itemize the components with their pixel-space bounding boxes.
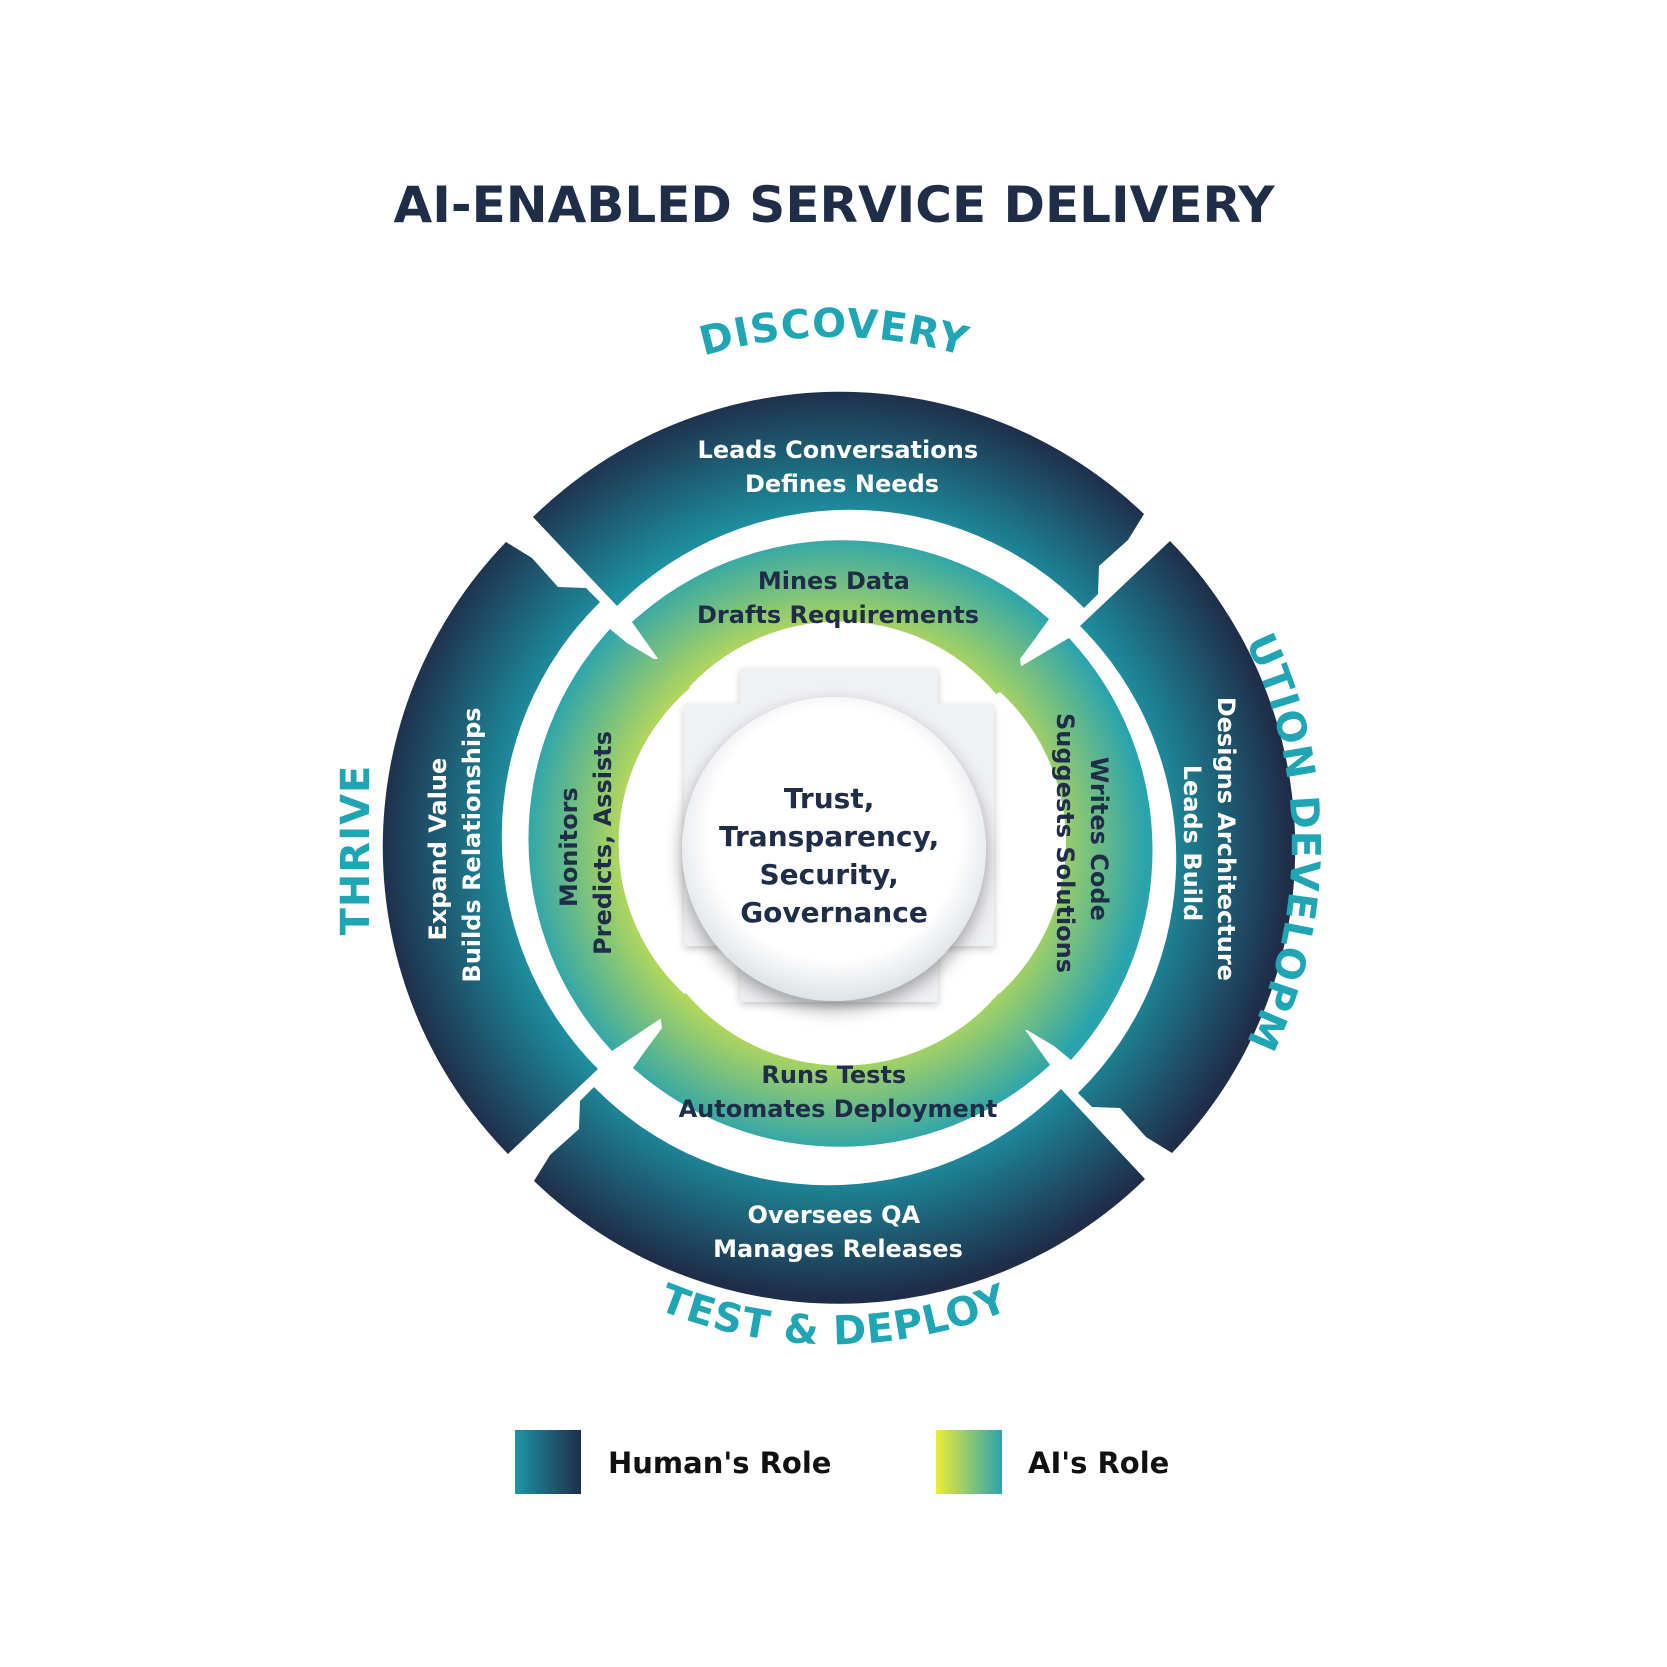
ai-segment-solution-development xyxy=(991,638,1153,1060)
ai-segment-thrive xyxy=(528,629,690,1051)
human-role-solution-development: Designs Architecture Leads Build xyxy=(1178,697,1240,990)
human-role-test-deploy: Oversees QA Manages Releases xyxy=(713,1201,963,1263)
human-segment-solution-development xyxy=(1078,541,1296,1153)
phase-label-discovery: DISCOVERY xyxy=(695,301,974,365)
core-values: Trust, Transparency, Security, Governanc… xyxy=(719,782,949,929)
ai-segment-test-deploy xyxy=(633,993,1050,1147)
core-value-trust: Trust, xyxy=(784,782,874,815)
phase-label-thrive: THRIVE xyxy=(333,765,379,936)
ai-ring xyxy=(528,540,1153,1147)
legend-label-human: Human's Role xyxy=(608,1446,831,1480)
human-ring xyxy=(382,391,1296,1304)
human-role-discovery: Leads Conversations Defines Needs xyxy=(698,436,987,498)
human-segment-test-deploy xyxy=(534,1087,1145,1304)
ai-segment-discovery xyxy=(632,540,1049,694)
ai-role-solution-development: Writes Code Suggests Solutions xyxy=(1051,713,1113,973)
legend-label-ai: AI's Role xyxy=(1028,1446,1169,1480)
core-value-governance: Governance xyxy=(740,896,928,929)
human-role-thrive: Expand Value Builds Relationships xyxy=(424,707,486,982)
core-value-transparency: Transparency, xyxy=(719,820,939,853)
core-value-security: Security, xyxy=(760,858,899,891)
legend-swatch-ai xyxy=(936,1430,1002,1494)
ai-role-thrive: Monitors Predicts, Assists xyxy=(555,731,617,955)
ai-role-discovery: Mines Data Drafts Requirements xyxy=(697,567,979,629)
human-segment-thrive xyxy=(382,542,600,1154)
core-circle xyxy=(682,697,986,1001)
legend-swatch-human xyxy=(515,1430,581,1494)
page-title: AI-ENABLED SERVICE DELIVERY xyxy=(394,176,1276,234)
human-segment-discovery xyxy=(533,391,1144,608)
ai-role-test-deploy: Runs Tests Automates Deployment xyxy=(679,1061,998,1123)
legend: Human's Role AI's Role xyxy=(515,1430,1169,1494)
